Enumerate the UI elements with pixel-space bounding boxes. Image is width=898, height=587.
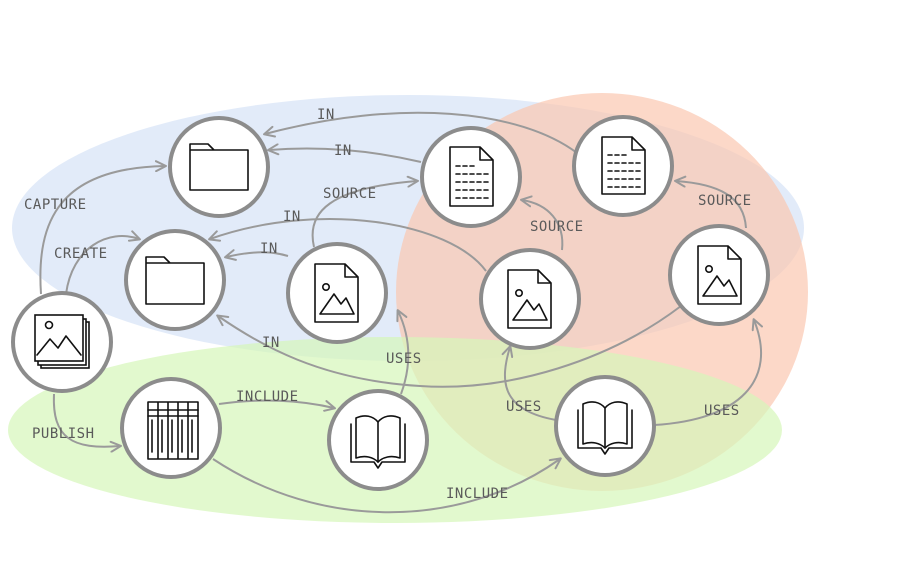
edge-label-source-img1-text1: SOURCE [323, 186, 377, 202]
edge-label-capture: CAPTURE [24, 197, 87, 213]
node-folder-mid[interactable] [124, 229, 226, 331]
edge-in-img3-foldermid [216, 305, 682, 388]
node-text-doc-2[interactable] [572, 115, 674, 217]
folder-icon [145, 256, 205, 305]
image-document-icon [314, 263, 359, 323]
edge-in-img1-foldermid [224, 249, 289, 261]
edge-label-in-img1-foldermid: IN [260, 241, 278, 257]
node-folder-top[interactable] [168, 116, 270, 218]
edge-label-in-img2-foldermid: IN [283, 209, 301, 225]
edge-label-in-textdoc1-foldertop: IN [334, 143, 352, 159]
bookshelf-icon [147, 401, 199, 460]
edge-source-img2-text1 [520, 195, 564, 251]
text-document-icon [601, 136, 646, 195]
nodes [11, 115, 770, 491]
edge-include-shelf-book2 [212, 457, 562, 514]
edge-label-publish: PUBLISH [32, 426, 95, 442]
edge-in-textdoc2-foldertop [263, 111, 578, 154]
edge-capture [39, 160, 167, 295]
folder-icon [189, 143, 249, 191]
edge-publish [52, 393, 122, 453]
node-text-doc-1[interactable] [420, 126, 522, 228]
node-image-doc-1[interactable] [286, 242, 388, 344]
edge-label-in-textdoc2-foldertop: IN [317, 107, 335, 123]
edge-in-img2-foldermid [208, 218, 487, 272]
node-image-doc-2[interactable] [479, 248, 581, 350]
edge-in-textdoc1-foldertop [267, 143, 422, 163]
edge-labels: CAPTURE CREATE PUBLISH IN IN SOURCE IN I… [24, 107, 752, 502]
photo-stack-icon [34, 314, 90, 369]
node-image-doc-3[interactable] [668, 224, 770, 326]
edge-source-img1-text1 [311, 175, 419, 248]
image-document-icon [697, 245, 742, 305]
edge-label-uses-book1-img1: USES [386, 351, 422, 367]
edge-label-uses-book2-img3: USES [704, 403, 740, 419]
open-book-icon [350, 415, 406, 469]
edge-label-include-shelf-book1: INCLUDE [236, 389, 299, 405]
edge-label-create: CREATE [54, 246, 108, 262]
edge-label-source-img3-text2: SOURCE [698, 193, 752, 209]
node-photo-stack[interactable] [11, 291, 113, 393]
edge-uses-book2-img3 [653, 318, 763, 426]
node-open-book-1[interactable] [327, 389, 429, 491]
edge-label-include-shelf-book2: INCLUDE [446, 486, 509, 502]
open-book-icon [577, 401, 633, 455]
edge-uses-book2-img2 [501, 345, 557, 421]
edge-source-img3-text2 [674, 175, 747, 229]
node-book-shelf[interactable] [120, 377, 222, 479]
edge-create [65, 230, 141, 295]
edge-label-in-img3-foldermid: IN [262, 335, 280, 351]
edge-label-source-img2-text1: SOURCE [530, 219, 584, 235]
node-open-book-2[interactable] [554, 375, 656, 477]
edge-include-shelf-book1 [218, 399, 336, 412]
edges [39, 111, 763, 514]
image-document-icon [507, 269, 552, 329]
edge-label-uses-book2-img2: USES [506, 399, 542, 415]
edge-uses-book1-img1 [396, 309, 410, 395]
text-document-icon [449, 146, 494, 207]
